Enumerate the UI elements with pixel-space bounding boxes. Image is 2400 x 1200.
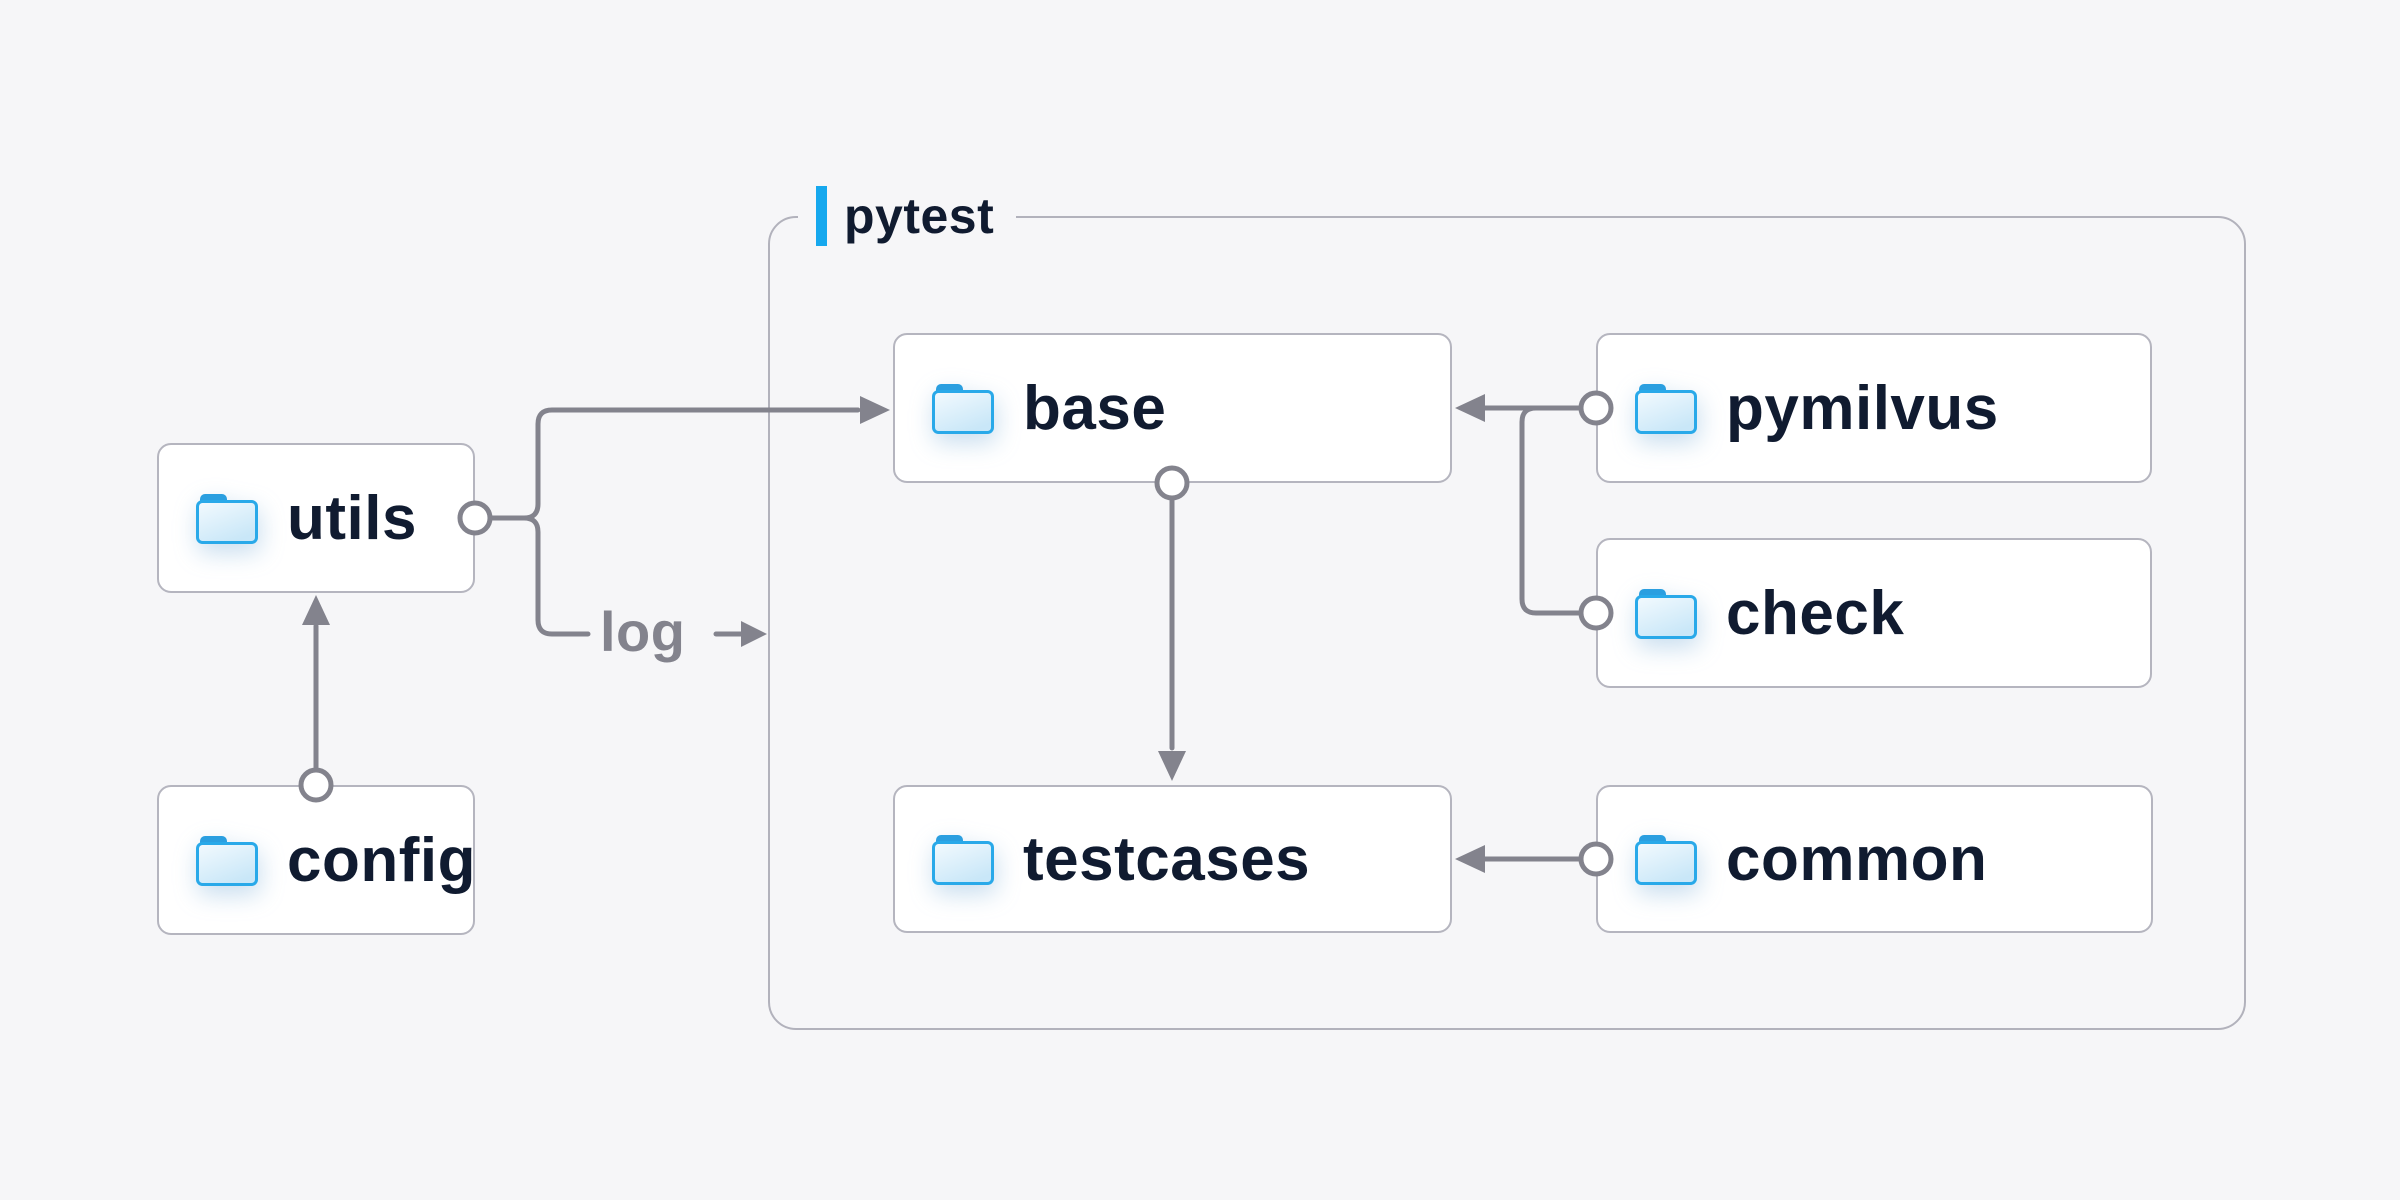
node-label: base [1023, 373, 1167, 443]
folder-icon [1635, 835, 1697, 885]
node-label: check [1726, 578, 1905, 648]
node-label: testcases [1023, 824, 1311, 894]
node-config: config [157, 785, 475, 935]
node-common: common [1596, 785, 2153, 933]
node-base: base [893, 333, 1452, 483]
arrowhead-up-utils [302, 595, 330, 625]
node-testcases: testcases [893, 785, 1452, 933]
folder-icon [1635, 589, 1697, 639]
accent-bar [816, 186, 827, 246]
folder-icon [196, 836, 258, 886]
node-pymilvus: pymilvus [1596, 333, 2152, 483]
edge-label-log: log [600, 599, 686, 663]
arrowhead-log [741, 621, 767, 647]
node-label: pymilvus [1726, 373, 1999, 443]
node-utils: utils [157, 443, 475, 593]
node-label: config [287, 825, 476, 895]
pytest-group-title: pytest [844, 188, 995, 244]
folder-icon [1635, 384, 1697, 434]
pytest-group-label: pytest [798, 186, 1017, 246]
pytest-group-container [768, 216, 2246, 1030]
node-check: check [1596, 538, 2152, 688]
folder-icon [932, 384, 994, 434]
node-label: utils [287, 483, 417, 553]
edge-utils-log [521, 515, 591, 637]
folder-icon [196, 494, 258, 544]
folder-icon [932, 835, 994, 885]
node-label: common [1726, 824, 1988, 894]
